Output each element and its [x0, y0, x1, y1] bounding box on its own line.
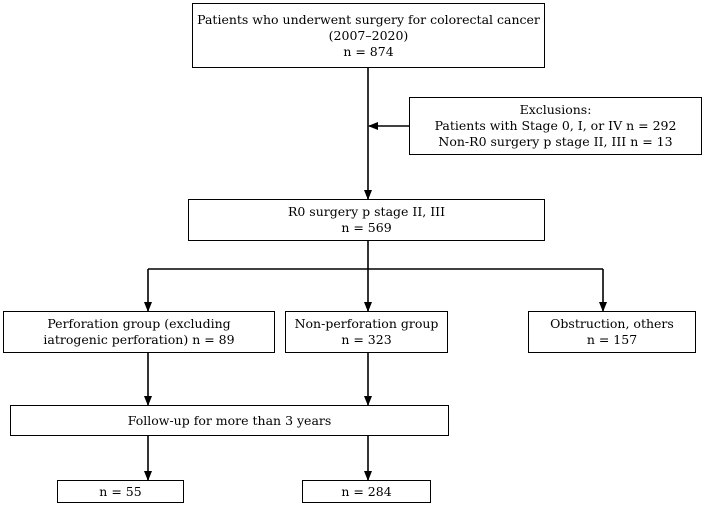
box-exclusions-line-3: Non-R0 surgery p stage II, III n = 13	[438, 134, 673, 149]
box-r0-surgery: R0 surgery p stage II, III n = 569	[188, 199, 545, 241]
box-obstruction-others-line-1: Obstruction, others	[550, 316, 674, 331]
box-exclusions-line-1: Exclusions:	[519, 102, 592, 117]
box-non-perforation-group: Non-perforation group n = 323	[285, 311, 448, 353]
box-follow-up-label: Follow-up for more than 3 years	[127, 412, 332, 428]
box-perforation-group-line-2: iatrogenic perforation) n = 89	[43, 332, 235, 347]
box-exclusions-line-2: Patients with Stage 0, I, or IV n = 292	[434, 118, 677, 133]
box-final-perforation: n = 55	[57, 480, 184, 503]
box-r0-surgery-line-1: R0 surgery p stage II, III	[287, 204, 446, 219]
box-non-perforation-group-line-2: n = 323	[341, 332, 392, 347]
box-source-line-1: Patients who underwent surgery for color…	[197, 11, 540, 27]
box-obstruction-others-line-2: n = 157	[586, 332, 638, 347]
box-perforation-group-line-1: Perforation group (excluding	[47, 316, 231, 331]
box-source: Patients who underwent surgery for color…	[192, 3, 545, 68]
box-r0-surgery-line-2: n = 569	[341, 220, 392, 235]
box-exclusions: Exclusions: Patients with Stage 0, I, or…	[409, 97, 702, 155]
box-source-line-2: (2007–2020)	[328, 27, 409, 43]
box-obstruction-others: Obstruction, others n = 157	[528, 311, 696, 353]
box-follow-up: Follow-up for more than 3 years	[10, 405, 449, 436]
box-final-non-perforation: n = 284	[302, 480, 431, 503]
box-final-non-perforation-label: n = 284	[341, 483, 392, 499]
box-source-line-3: n = 874	[343, 43, 394, 59]
box-final-perforation-label: n = 55	[99, 483, 142, 499]
box-perforation-group: Perforation group (excluding iatrogenic …	[3, 311, 275, 353]
box-non-perforation-group-line-1: Non-perforation group	[294, 316, 439, 331]
